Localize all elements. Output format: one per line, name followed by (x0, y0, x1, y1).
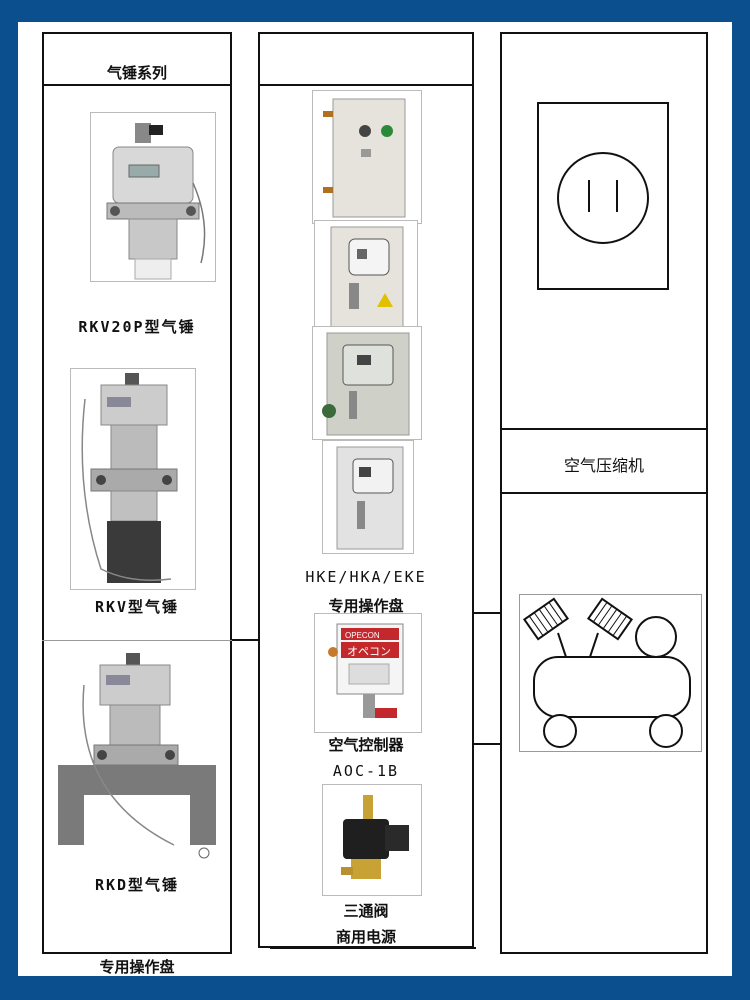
left-column-header-box (42, 32, 232, 86)
left-column-footer: 专用操作盘 (99, 958, 175, 976)
compressor-label-box (500, 428, 708, 494)
rkv-hammer-label: RKV型气锤 (94, 598, 180, 616)
connector-left-middle (232, 639, 258, 641)
rkv20p-hammer-photo (90, 112, 216, 282)
connector-middle-right-bottom (474, 743, 500, 745)
air-controller-model: AOC-1B (332, 762, 400, 780)
control-panel-caption-line1: HKE/HKA/EKE (305, 568, 427, 586)
air-controller-text: オペコン (347, 645, 391, 658)
air-compressor-illustration (519, 594, 702, 752)
left-column-header: 气锤系列 (106, 64, 167, 82)
middle-column-footer: 商用电源 (335, 928, 396, 946)
control-panel-2-photo (314, 220, 418, 332)
connector-middle-right-top (474, 612, 500, 614)
air-controller-label: 空气控制器 (328, 736, 404, 754)
control-panel-1-photo (312, 90, 422, 224)
middle-column-header-box (258, 32, 474, 86)
rkv-hammer-photo (70, 368, 196, 590)
three-way-valve-photo (322, 784, 422, 896)
air-controller-photo: OPECON オペコン (314, 613, 422, 733)
rkd-hammer-photo (44, 645, 230, 867)
air-controller-brand: OPECON (345, 631, 380, 640)
rkd-hammer-label: RKD型气锤 (94, 876, 180, 894)
middle-footer-line (270, 947, 476, 949)
power-outlet-icon (557, 152, 649, 244)
rkv20p-hammer-label: RKV20P型气锤 (78, 318, 196, 336)
air-compressor-label: 空气压缩机 (563, 456, 644, 475)
control-panel-3-photo (312, 326, 422, 440)
three-way-valve-label: 三通阀 (343, 902, 389, 920)
left-divider (42, 640, 232, 641)
control-panel-caption-line2: 专用操作盘 (328, 597, 404, 615)
control-panel-4-photo (322, 440, 414, 554)
